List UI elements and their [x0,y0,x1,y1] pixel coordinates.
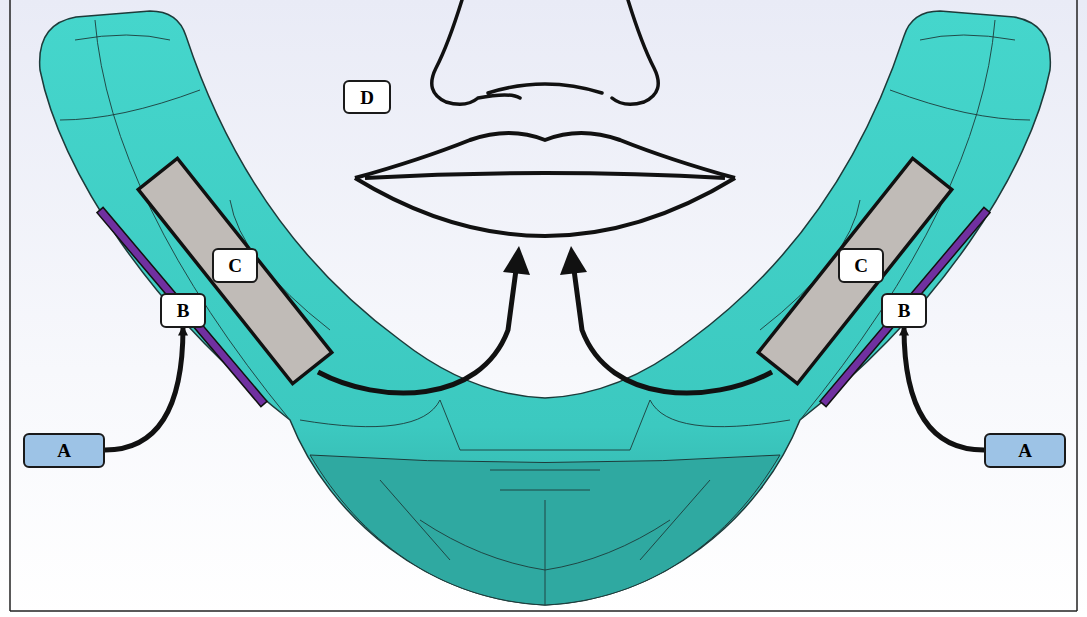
grey-pad [138,158,332,383]
callout-letter: D [360,88,374,107]
callout-box: B [160,293,206,328]
grey-pad [758,158,952,383]
chin-cup [310,455,780,605]
airflow-arrow [318,246,772,393]
frame-line [1076,0,1078,611]
label-box: A [23,433,105,468]
callout-letter: C [854,256,868,275]
callout-box: D [343,80,391,114]
callout-letter: A [1018,441,1032,460]
panel-lines [60,20,1030,605]
curved-arrow [105,328,183,451]
callout-box: C [212,248,258,283]
callout-box: C [838,248,884,283]
callout-letter: A [57,441,71,460]
frame-line [9,0,11,611]
frame-line [10,610,1077,612]
chin-strap [40,11,1051,605]
callout-letter: C [228,256,242,275]
callout-letter: B [177,301,190,320]
callout-letter: B [898,301,911,320]
lips [355,133,735,236]
nose [432,0,658,104]
label-box: A [984,433,1066,468]
curved-arrow [904,328,984,451]
callout-box: B [881,293,927,328]
